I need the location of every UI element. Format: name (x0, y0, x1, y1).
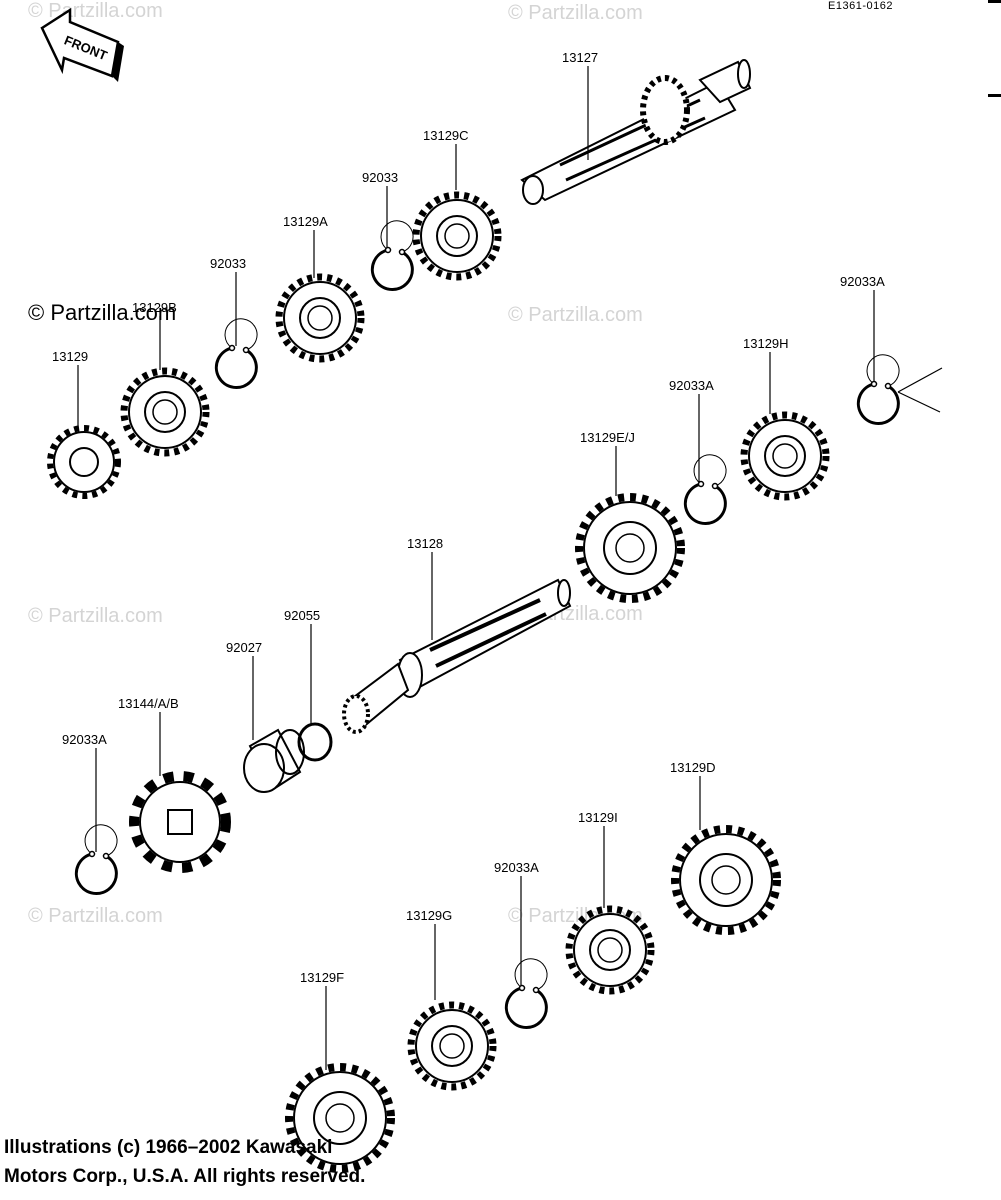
copyright-line-2: Motors Corp., U.S.A. All rights reserved… (4, 1166, 366, 1187)
part-label-13144: 13144/A/B (118, 696, 179, 711)
gear-13129i (569, 909, 651, 991)
diagram-code: E1361-0162 (828, 0, 893, 12)
part-label-13129g: 13129G (406, 908, 452, 923)
watermark: © Partzilla.com (28, 605, 163, 627)
leader-lines (77, 66, 875, 1070)
part-label-92033a: 92033A (669, 378, 714, 393)
leader-line (897, 367, 943, 393)
part-label-92027: 92027 (226, 640, 262, 655)
watermark: © Partzilla.com (508, 2, 643, 24)
gear-13129h (744, 415, 826, 497)
circlip-92033 (214, 317, 259, 390)
drive-shaft (342, 578, 572, 734)
part-label-13129f: 13129F (300, 970, 344, 985)
part-label-92033a: 92033A (62, 732, 107, 747)
part-label-13129: 13129 (52, 349, 88, 364)
watermark-main: © Partzilla.com (28, 300, 177, 325)
gear-13129g (411, 1005, 493, 1087)
circlip-92033a (683, 453, 728, 526)
watermark: © Partzilla.com (28, 905, 163, 927)
collar-92027 (243, 728, 305, 793)
part-label-13127: 13127 (562, 50, 598, 65)
part-label-92055: 92055 (284, 608, 320, 623)
leader-line (897, 391, 941, 413)
part-label-13129c: 13129C (423, 128, 469, 143)
front-arrow-icon: FRONT (40, 7, 124, 82)
gear-13129b (124, 371, 206, 453)
part-label-13129ej: 13129E/J (580, 430, 635, 445)
gear-13129c (416, 195, 498, 277)
part-label-13129d: 13129D (670, 760, 716, 775)
circlip-92033a (856, 353, 901, 426)
part-label-92033a: 92033A (494, 860, 539, 875)
gear-13129d (675, 829, 777, 931)
watermark: © Partzilla.com (508, 304, 643, 326)
part-label-13128: 13128 (407, 536, 443, 551)
part-label-13129b: 13129B (132, 300, 177, 315)
part-label-92033: 92033 (362, 170, 398, 185)
circlip-92033a (74, 823, 119, 896)
copyright-footer: Illustrations (c) 1966–2002 Kawasaki Mot… (4, 1133, 365, 1191)
edge-mark (988, 94, 1001, 97)
copyright-line-1: Illustrations (c) 1966–2002 Kawasaki (4, 1137, 333, 1158)
sprocket-13144 (129, 771, 231, 873)
part-label-92033: 92033 (210, 256, 246, 271)
circlip-92033a (504, 957, 549, 1030)
circlip-92033 (370, 219, 415, 292)
gear-13129 (50, 428, 118, 496)
edge-mark (988, 0, 1001, 3)
part-label-92033a: 92033A (840, 274, 885, 289)
o-ring-92055 (297, 722, 333, 762)
main-shaft (520, 59, 752, 205)
part-label-13129i: 13129I (578, 810, 618, 825)
gear-13129ej (579, 497, 681, 599)
part-label-13129h: 13129H (743, 336, 789, 351)
part-label-13129a: 13129A (283, 214, 328, 229)
gear-13129a (279, 277, 361, 359)
